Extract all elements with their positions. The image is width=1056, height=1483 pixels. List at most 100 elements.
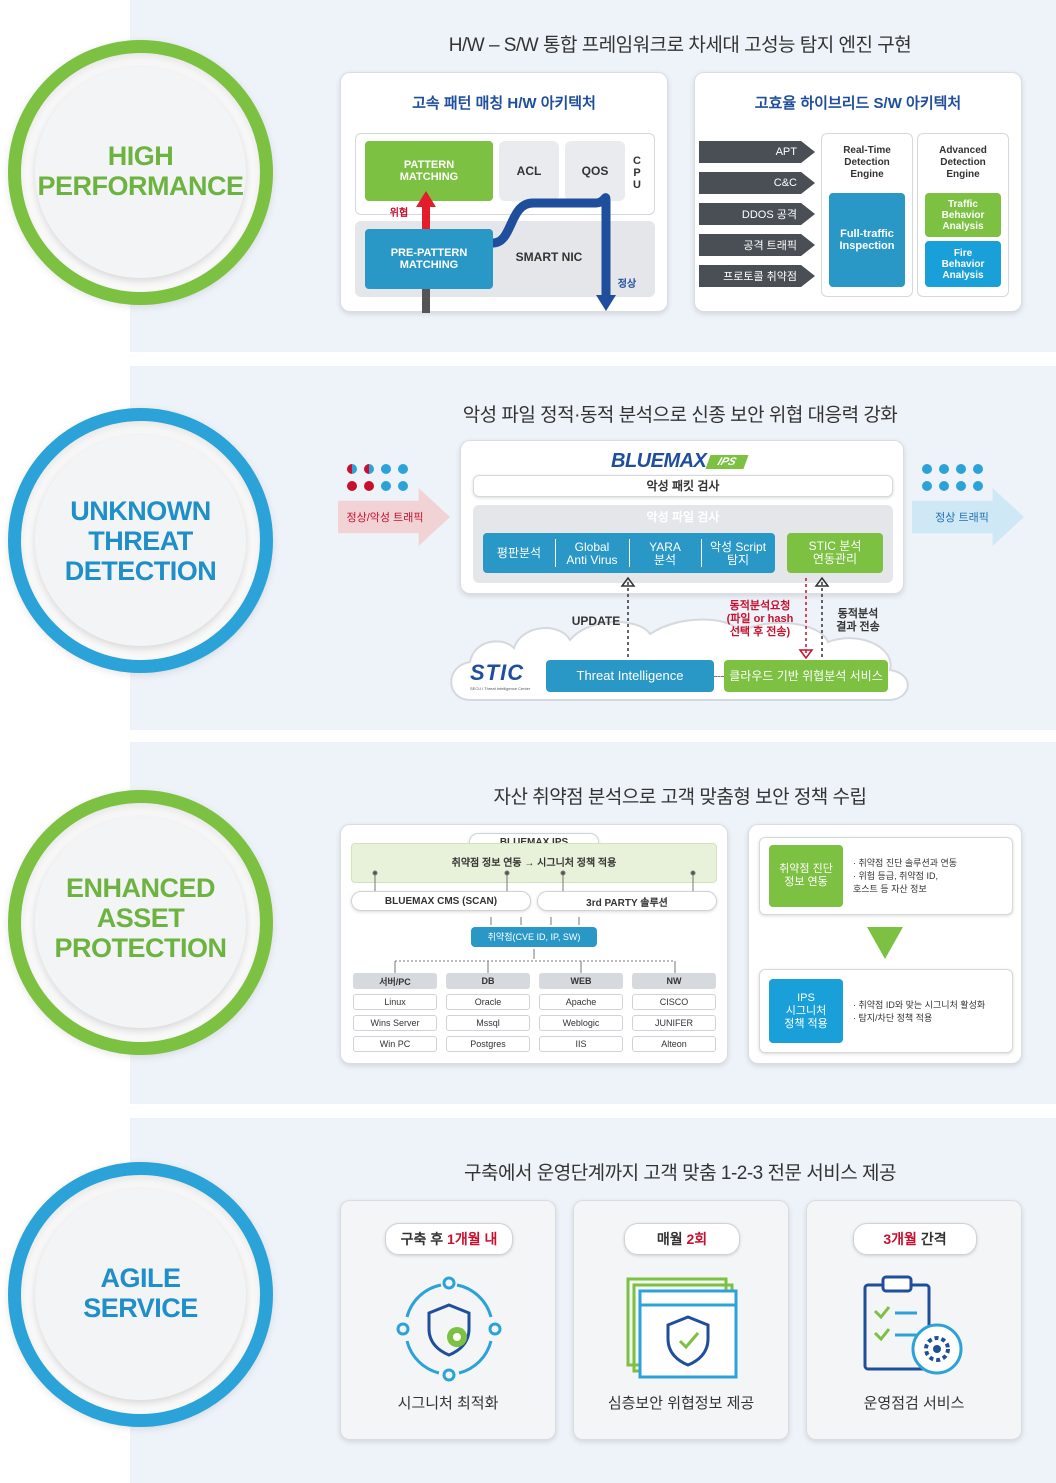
qos-box <box>565 141 625 201</box>
traffic-dot <box>956 464 966 474</box>
period-highlight: 1개월 내 <box>447 1231 498 1247</box>
sw-architecture-card: 고효율 하이브리드 S/W 아키텍처 APT C&C DDOS 공격 공격 트래… <box>694 72 1022 312</box>
policy-bar <box>351 843 717 883</box>
asset-cell: Alteon <box>632 1036 716 1052</box>
divider <box>555 539 556 567</box>
normal-label: 정상 <box>617 279 637 290</box>
asset-connectors <box>372 870 696 973</box>
section-title: HIGH PERFORMANCE <box>37 141 244 201</box>
hw-architecture-card: 고속 패턴 매칭 H/W 아키텍처 PATTERN MATCHING ACL Q… <box>340 72 668 313</box>
traffic-dot <box>956 481 966 491</box>
service-period-pill: 구축 후 1개월 내 <box>385 1223 513 1255</box>
period-pre: 구축 후 <box>400 1231 448 1247</box>
cloud-analysis-box: 클라우드 기반 위협분석 서비스 <box>724 660 888 692</box>
engine-script: 악성 Script 탐지 <box>709 540 767 567</box>
tag-ddos: DDOS 공격 <box>699 203 815 225</box>
column-header: 서버/PC <box>353 973 437 989</box>
analysis-flow-arrows <box>620 576 830 660</box>
stic-analysis-box: STIC 분석 연동관리 <box>787 533 883 573</box>
dynamic-request-label: 동적분석요청 (파일 or hash 선택 후 전송) <box>726 600 794 638</box>
traffic-dot <box>973 481 983 491</box>
traffic-dot <box>398 464 408 474</box>
stic-logo-sub: SECU i Threat Intelligence Center <box>470 686 531 691</box>
asset-cell: Weblogic <box>539 1015 623 1031</box>
asset-cell: Linux <box>353 994 437 1010</box>
traffic-dot <box>398 481 408 491</box>
section-title: ENHANCED ASSET PROTECTION <box>54 873 227 963</box>
engine-antivirus: Global Anti Virus <box>566 540 618 567</box>
unknown-threat-circle: UNKNOWN THREAT DETECTION <box>8 408 273 673</box>
high-performance-circle: HIGH PERFORMANCE <box>8 40 273 305</box>
asset-cell: CISCO <box>632 994 716 1010</box>
period-pre: 매월 <box>656 1231 687 1247</box>
traffic-dot <box>364 464 374 474</box>
service-card-1: 구축 후 1개월 내 시그니처 최적화 <box>340 1200 556 1440</box>
section-subtitle: 악성 파일 정적·동적 분석으로 신종 보안 위협 대응력 강화 <box>462 405 898 426</box>
full-traffic-box: Full-traffic Inspection <box>829 193 905 287</box>
traffic-dot <box>939 464 949 474</box>
diag-box: 취약점 진단 정보 연동 <box>769 845 843 907</box>
input-traffic-label: 정상/악성 트래픽 <box>346 512 424 524</box>
tag-apt: APT <box>699 141 815 163</box>
asset-cell: JUNIFER <box>632 1015 716 1031</box>
tag-attack: 공격 트래픽 <box>699 234 815 256</box>
bluemax-ips-card: BLUEMAX IPS 악성 패킷 검사 악성 파일 검사 평판분석 Globa… <box>460 440 904 594</box>
engine-yara: YARA 분석 <box>649 540 681 567</box>
tag-protocol: 프로토콜 취약점 <box>699 265 815 287</box>
asset-cell: Apache <box>539 994 623 1010</box>
ips-policy-box: IPS 시그니처 정책 적용 <box>769 979 843 1043</box>
divider <box>701 539 702 567</box>
advanced-title: Advanced Detection Engine <box>939 145 987 180</box>
policy-label: 취약점 정보 연동 → 시그니처 정책 적용 <box>451 858 617 869</box>
file-inspection-label: 악성 파일 검사 <box>646 510 720 524</box>
hw-title: 고속 패턴 매칭 H/W 아키텍처 <box>412 95 596 112</box>
traffic-dot <box>381 464 391 474</box>
vulnerability-box: 취약점(CVE ID, IP, SW) <box>471 927 597 947</box>
divider <box>629 539 630 567</box>
signature-optimize-icon <box>396 1276 502 1382</box>
pre-pattern-box: PRE-PATTERN MATCHING <box>365 229 493 289</box>
packet-inspection-label: 악성 패킷 검사 <box>646 479 720 493</box>
connector <box>714 676 724 677</box>
tag-cc: C&C <box>699 172 815 194</box>
traffic-behavior-box: Traffic Behavior Analysis <box>925 193 1001 237</box>
acl-box <box>499 141 559 201</box>
packet-inspection-bar <box>473 475 893 497</box>
dynamic-result-label: 동적분석 결과 전송 <box>836 608 880 633</box>
asset-diagram-card: BLUEMAX IPS 취약점 정보 연동 → 시그니처 정책 적용 BLUEM… <box>340 824 728 1064</box>
asset-cell: IIS <box>539 1036 623 1052</box>
asset-cell: Win PC <box>353 1036 437 1052</box>
traffic-dot <box>922 481 932 491</box>
output-traffic-label: 정상 트래픽 <box>935 512 989 524</box>
hw-flow-arrows <box>416 191 616 313</box>
section-subtitle: 자산 취약점 분석으로 고객 맞춤형 보안 정책 수립 <box>493 787 867 808</box>
service-label: 심층보안 위협정보 제공 <box>607 1395 755 1412</box>
qos-label: QOS <box>581 164 609 178</box>
traffic-dot <box>939 481 949 491</box>
enhanced-asset-circle: ENHANCED ASSET PROTECTION <box>8 790 273 1055</box>
down-arrow-icon <box>867 927 903 959</box>
column-header: WEB <box>539 973 623 989</box>
period-highlight: 2회 <box>686 1231 708 1247</box>
pattern-matching-box: PATTERN MATCHING <box>365 141 493 201</box>
period-highlight: 3개월 <box>883 1231 917 1247</box>
traffic-dot <box>364 481 374 491</box>
third-party-pill: 3rd PARTY 솔루션 <box>537 891 717 911</box>
traffic-dot <box>347 481 357 491</box>
cpu-label: C P U <box>633 155 641 191</box>
service-period-pill: 3개월 간격 <box>853 1223 977 1255</box>
brand-ips: IPS <box>705 454 749 469</box>
service-label: 운영점검 서비스 <box>863 1395 965 1412</box>
traffic-dot <box>922 464 932 474</box>
stic-logo: STIC SECU i Threat Intelligence Center <box>470 660 540 691</box>
maintenance-check-icon <box>863 1275 963 1375</box>
sw-title: 고효율 하이브리드 S/W 아키텍처 <box>754 95 962 112</box>
service-period-pill: 매월 2회 <box>624 1223 740 1255</box>
service-card-2: 매월 2회 심층보안 위협정보 제공 <box>573 1200 789 1440</box>
smart-nic-label: SMART NIC <box>515 250 583 264</box>
ips-policy-card: 취약점 진단 정보 연동 · 취약점 진단 솔루션과 연동 · 위험 등급, 취… <box>748 824 1022 1064</box>
traffic-dot <box>347 464 357 474</box>
asset-cell: Wins Server <box>353 1015 437 1031</box>
period-post: 간격 <box>916 1231 947 1247</box>
agile-service-circle: AGILE SERVICE <box>8 1162 273 1427</box>
